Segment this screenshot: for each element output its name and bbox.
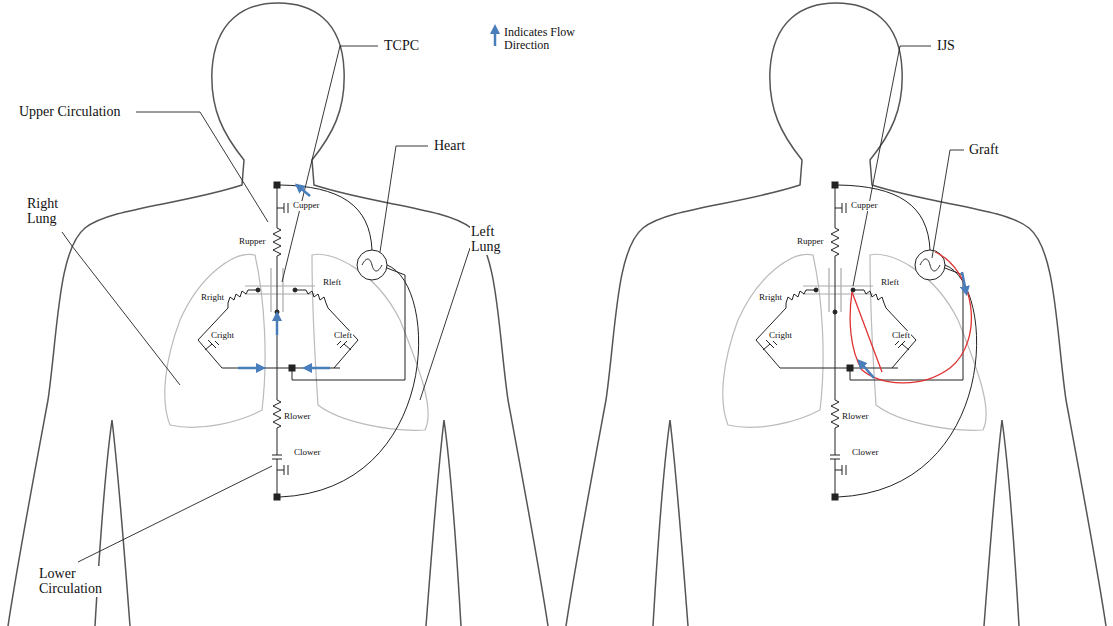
component-label: Clower (851, 448, 880, 458)
flow-arrow (238, 28, 966, 378)
part-label: TCPC (383, 38, 420, 53)
part-label: IJS (936, 38, 956, 53)
part-label: Lower Circulation (38, 566, 124, 597)
component-label: Rlower (841, 412, 870, 422)
component-label: Clower (293, 448, 322, 458)
component-label: Rlower (283, 412, 312, 422)
component-label: Rright (758, 293, 783, 303)
part-label: Left Lung (470, 224, 520, 255)
part-label: Right Lung (26, 196, 80, 227)
component-label: Rleft (880, 278, 900, 288)
component-label: Cleft (333, 331, 353, 341)
component-label: Rupper (238, 237, 267, 247)
component-label: Rright (200, 293, 225, 303)
graft-line (850, 252, 971, 383)
component-label: Cright (210, 331, 235, 341)
component-label: Cupper (292, 201, 321, 211)
legend-text: Indicates Flow Direction (503, 26, 597, 52)
body-outline (566, 3, 1106, 626)
component-label: Cright (768, 331, 793, 341)
component-label: Rupper (796, 237, 825, 247)
component-label: Cupper (850, 201, 879, 211)
part-label: Upper Circulation (18, 104, 121, 119)
circuit-model (198, 182, 419, 500)
part-label: Heart (433, 138, 466, 153)
leader-line (62, 46, 964, 562)
body-outline (8, 3, 548, 626)
component-label: Rleft (322, 278, 342, 288)
part-label: Graft (968, 142, 1000, 157)
circuit-model (756, 182, 977, 500)
component-label: Cleft (891, 331, 911, 341)
